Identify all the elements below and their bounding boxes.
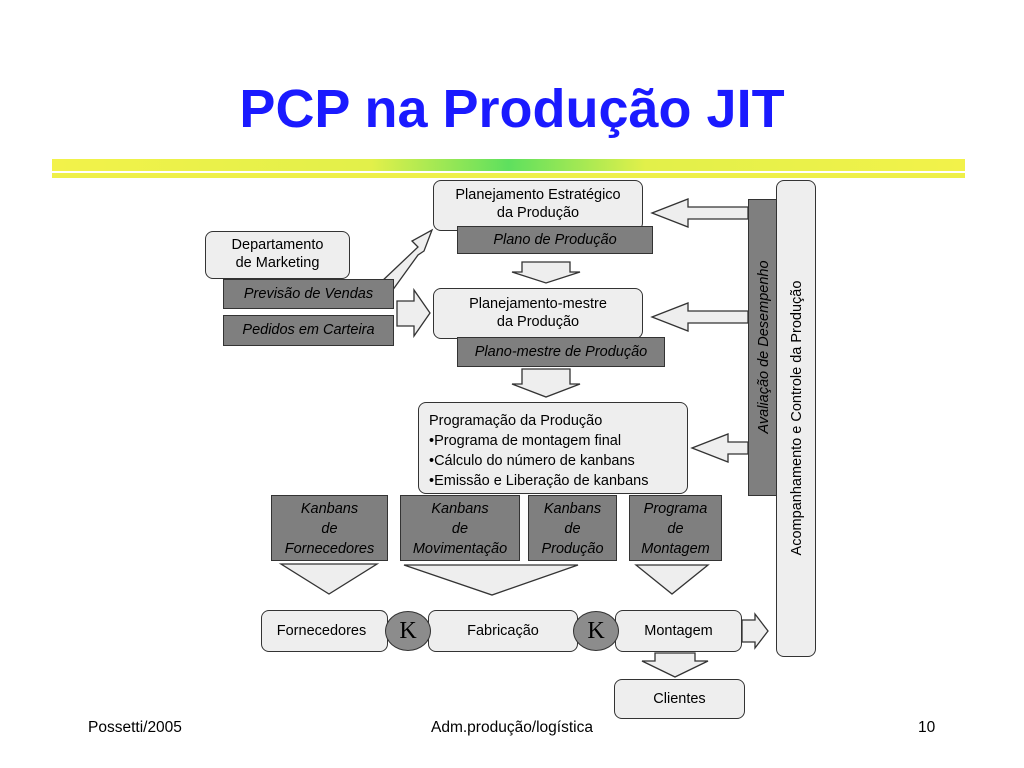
departamento-marketing-line1: Departamento — [231, 237, 324, 253]
planejamento-mestre-box: Planejamento-mestre da Produção — [433, 288, 643, 339]
kanbans-fornecedores-line3: Fornecedores — [284, 541, 375, 557]
arrow-to-planejamento-mestre — [650, 302, 749, 332]
acompanhamento-controle-box — [776, 180, 816, 657]
arrow-vendas-to-mestre — [396, 287, 431, 339]
arrow-montagem-to-acompanhamento — [741, 612, 769, 650]
arrow-down-programa-montagem — [634, 564, 710, 595]
avaliacao-desempenho-label: Avaliação de Desempenho — [756, 260, 772, 434]
footer-page-number: 10 — [918, 719, 936, 736]
programa-montagem-box: Programa de Montagem — [629, 495, 722, 561]
title-divider-thin — [52, 173, 965, 178]
kanban-k-circle-1: K — [385, 611, 431, 651]
programa-montagem-line2: de — [667, 521, 684, 537]
kanbans-producao-line1: Kanbans — [543, 501, 602, 517]
kanbans-fornecedores-line2: de — [321, 521, 338, 537]
programacao-title: Programação da Produção — [429, 413, 603, 429]
avaliacao-desempenho-bar — [748, 199, 779, 496]
plano-producao-box: Plano de Produção — [457, 226, 653, 254]
programacao-producao-box: Programação da Produção •Programa de mon… — [418, 402, 688, 494]
planejamento-estrategico-line1: Planejamento Estratégico — [455, 187, 621, 203]
kanbans-producao-line3: Produção — [541, 541, 604, 557]
fornecedores-box: Fornecedores — [261, 610, 388, 652]
arrow-down-kanbans-centro — [403, 564, 579, 596]
planejamento-mestre-line2: da Produção — [496, 314, 580, 330]
programa-montagem-line1: Programa — [643, 501, 708, 517]
kanbans-fornecedores-line1: Kanbans — [300, 501, 359, 517]
kanbans-movimentacao-line3: Movimentação — [412, 541, 508, 557]
planejamento-estrategico-box: Planejamento Estratégico da Produção — [433, 180, 643, 231]
clientes-box: Clientes — [614, 679, 745, 719]
montagem-box: Montagem — [615, 610, 742, 652]
slide-title: PCP na Produção JIT — [239, 79, 785, 139]
kanbans-movimentacao-line1: Kanbans — [431, 501, 489, 517]
arrow-to-programacao — [690, 433, 749, 463]
kanbans-fornecedores-box: Kanbans de Fornecedores — [271, 495, 388, 561]
programacao-item-emissao: •Emissão e Liberação de kanbans — [429, 473, 649, 489]
arrow-down-montagem-to-clientes — [641, 652, 709, 678]
programacao-item-montagem: •Programa de montagem final — [429, 433, 622, 449]
kanbans-producao-line2: de — [564, 521, 581, 537]
arrow-down-mestre-to-programacao — [511, 368, 581, 398]
footer-author: Possetti/2005 — [88, 719, 182, 736]
departamento-marketing-line2: de Marketing — [235, 255, 320, 271]
kanbans-movimentacao-box: Kanbans de Movimentação — [400, 495, 520, 561]
programacao-item-calculo: •Cálculo do número de kanbans — [429, 453, 635, 469]
kanban-k-circle-2: K — [573, 611, 619, 651]
pedidos-carteira-box: Pedidos em Carteira — [223, 315, 394, 346]
planejamento-estrategico-line2: da Produção — [496, 205, 580, 221]
arrow-down-kanbans-fornecedores — [278, 563, 380, 595]
arrow-to-planejamento-estrategico — [650, 198, 749, 228]
title-divider — [52, 159, 965, 171]
plano-mestre-box: Plano-mestre de Produção — [457, 337, 665, 367]
kanbans-producao-box: Kanbans de Produção — [528, 495, 617, 561]
fabricacao-box: Fabricação — [428, 610, 578, 652]
footer-course: Adm.produção/logística — [431, 719, 593, 736]
previsao-vendas-box: Previsão de Vendas — [223, 279, 394, 309]
planejamento-mestre-line1: Planejamento-mestre — [469, 296, 607, 312]
programa-montagem-line3: Montagem — [641, 541, 710, 557]
kanbans-movimentacao-line2: de — [451, 521, 469, 537]
departamento-marketing-box: Departamento de Marketing — [205, 231, 350, 279]
arrow-marketing-to-estrategico — [378, 228, 434, 292]
acompanhamento-controle-label: Acompanhamento e Controle da Produção — [789, 280, 805, 556]
arrow-down-plano-to-mestre — [511, 261, 581, 284]
